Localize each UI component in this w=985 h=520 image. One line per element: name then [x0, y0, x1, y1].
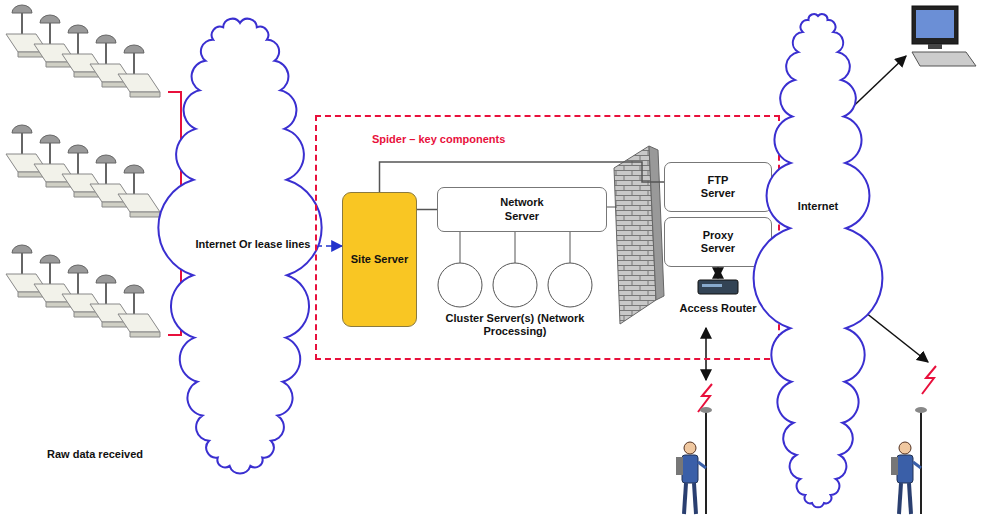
cluster-label: Cluster Server(s) (Network Processing) [440, 312, 590, 338]
cluster-servers [438, 230, 592, 307]
gps-receivers [6, 5, 160, 337]
proxy-server-box: Proxy Server [664, 217, 772, 267]
caption-label: Raw data received [20, 448, 170, 461]
node-label: Network Server [490, 196, 554, 222]
node-label: FTP Server [693, 174, 743, 200]
node-label: Site Server [351, 253, 408, 266]
data-feed-connector [316, 245, 342, 247]
surveyor-figure [676, 407, 712, 514]
radio-signal [698, 384, 712, 412]
surveyor-figure [891, 407, 927, 514]
receiver-unit [118, 285, 160, 337]
node-label: Proxy Server [693, 229, 743, 255]
network-server-box: Network Server [437, 187, 607, 232]
radio-signal [922, 366, 936, 394]
computer-icon [912, 6, 976, 66]
router-icon [698, 268, 738, 380]
network-cloud: Internet Or lease lines [185, 15, 321, 475]
receiver-unit [118, 45, 160, 97]
region-heading: Spider – key components [372, 133, 505, 146]
node-label: Internet Or lease lines [196, 238, 311, 251]
server-link [417, 209, 437, 211]
internet-cloud: Internet [782, 8, 854, 512]
router-label: Access Router [660, 302, 776, 315]
cloud-outline [782, 8, 854, 512]
node-label: Internet [798, 200, 838, 213]
site-server-box: Site Server [342, 192, 417, 327]
firewall [614, 146, 664, 324]
receiver-unit [118, 165, 160, 217]
ftp-server-box: FTP Server [664, 162, 772, 212]
